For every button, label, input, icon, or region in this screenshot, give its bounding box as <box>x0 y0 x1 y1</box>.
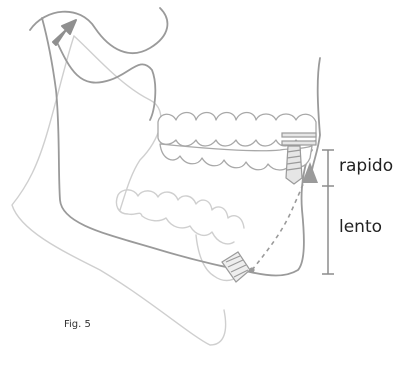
movement-start-dot <box>249 267 254 272</box>
coronoid-light-outline <box>74 36 161 210</box>
figure-caption: Fig. 5 <box>64 320 91 330</box>
implant-upper-bar-1 <box>282 133 316 137</box>
implant-lower-screw <box>222 252 250 282</box>
ramus-light-outline <box>12 36 226 345</box>
label-lento: lento <box>339 219 382 236</box>
maxilla-outline <box>312 58 320 170</box>
skull-outline <box>30 8 167 53</box>
lower-teeth-light <box>116 190 244 244</box>
movement-path <box>252 172 308 270</box>
implant-lower <box>222 252 250 282</box>
speed-bracket <box>322 150 334 274</box>
jaw-original-position <box>12 36 244 345</box>
label-rapido: rapido <box>339 158 393 175</box>
implant-upper-bar-2 <box>282 141 316 145</box>
